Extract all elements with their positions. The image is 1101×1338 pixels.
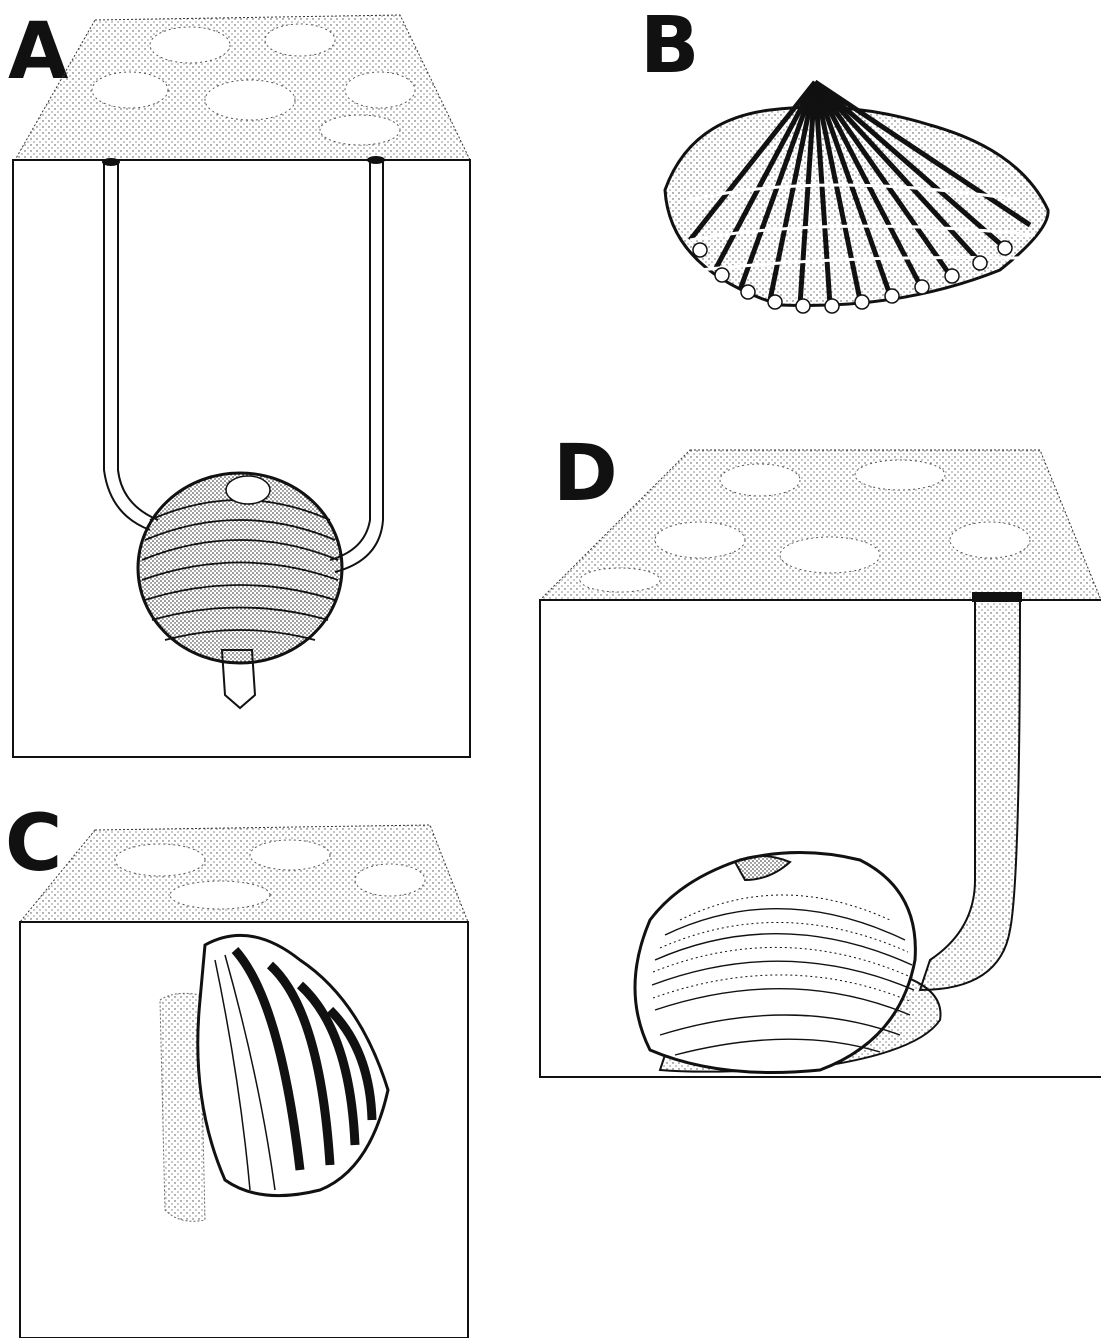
panel-d-label: D xyxy=(553,429,618,519)
panel-b: B xyxy=(640,1,1048,313)
panel-d: D xyxy=(540,429,1101,1077)
panel-a: A xyxy=(8,7,470,757)
panel-a-clam-shell xyxy=(138,473,342,663)
panel-c-label: C xyxy=(5,799,62,889)
panel-c: C xyxy=(5,799,468,1338)
panel-b-label: B xyxy=(640,1,699,91)
panel-b-cockle-shell xyxy=(665,82,1048,313)
